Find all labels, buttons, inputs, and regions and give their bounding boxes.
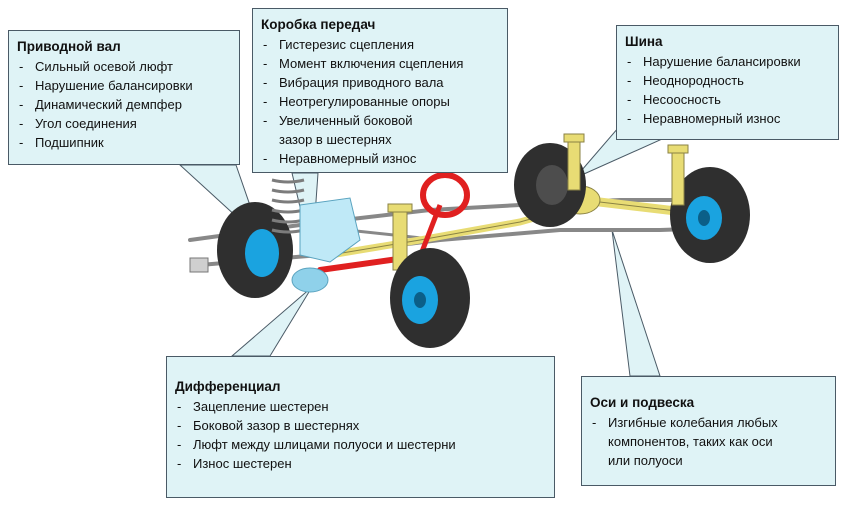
callout-axles-suspension: Оси и подвеска Изгибные колебания любых … <box>581 376 836 486</box>
front-differential <box>291 267 329 293</box>
list-item: Гистерезис сцепления <box>261 35 499 54</box>
list-item: Подшипник <box>17 133 231 152</box>
list-item: Нарушение балансировки <box>625 52 830 71</box>
list-item: Люфт между шлицами полуоси и шестерни <box>175 435 546 454</box>
pointer-axles <box>611 229 661 377</box>
list-item: Нарушение балансировки <box>17 76 231 95</box>
list-item: Неравномерный износ <box>261 149 499 168</box>
callout-gearbox-list: Гистерезис сцепления Момент включения сц… <box>261 35 499 168</box>
callout-tire-title: Шина <box>625 34 663 49</box>
front-spring <box>271 178 305 234</box>
list-item: Износ шестерен <box>175 454 546 473</box>
callout-driveshaft-list: Сильный осевой люфт Нарушение балансиров… <box>17 57 231 152</box>
callout-tire-list: Нарушение балансировки Неоднородность Не… <box>625 52 830 128</box>
rear-shocks <box>563 133 689 206</box>
callout-axles-title: Оси и подвеска <box>590 395 695 410</box>
list-item: Зацепление шестерен <box>175 397 546 416</box>
list-item: Увеличенный боковой зазор в шестернях <box>261 111 499 149</box>
callout-gearbox: Коробка передач Гистерезис сцепления Мом… <box>252 8 508 173</box>
list-item: Вибрация приводного вала <box>261 73 499 92</box>
list-item: Угол соединения <box>17 114 231 133</box>
front-left-wheel <box>217 202 293 298</box>
front-right-wheel <box>390 248 470 348</box>
front-bracket <box>189 257 209 273</box>
callout-axles-list: Изгибные колебания любых компонентов, та… <box>590 413 827 470</box>
list-item: Динамический демпфер <box>17 95 231 114</box>
callout-differential: Дифференциал Зацепление шестерен Боковой… <box>166 356 555 498</box>
callout-driveshaft: Приводной вал Сильный осевой люфт Наруше… <box>8 30 240 165</box>
callout-tire: Шина Нарушение балансировки Неоднороднос… <box>616 25 839 140</box>
callout-gearbox-title: Коробка передач <box>261 17 376 32</box>
list-item: Неоднородность <box>625 71 830 90</box>
callout-driveshaft-title: Приводной вал <box>17 39 121 54</box>
transmission <box>299 197 361 263</box>
list-item: Неотрегулированные опоры <box>261 92 499 111</box>
list-item: Момент включения сцепления <box>261 54 499 73</box>
list-item: Несоосность <box>625 90 830 109</box>
list-item: Боковой зазор в шестернях <box>175 416 546 435</box>
front-right-strut <box>387 203 413 271</box>
pointer-differential <box>230 286 313 357</box>
list-item: Неравномерный износ <box>625 109 830 128</box>
list-item: Изгибные колебания любых компонентов, та… <box>590 413 827 470</box>
callout-differential-title: Дифференциал <box>175 379 281 394</box>
rear-right-wheel <box>670 167 750 263</box>
callout-differential-list: Зацепление шестерен Боковой зазор в шест… <box>175 397 546 473</box>
list-item: Сильный осевой люфт <box>17 57 231 76</box>
